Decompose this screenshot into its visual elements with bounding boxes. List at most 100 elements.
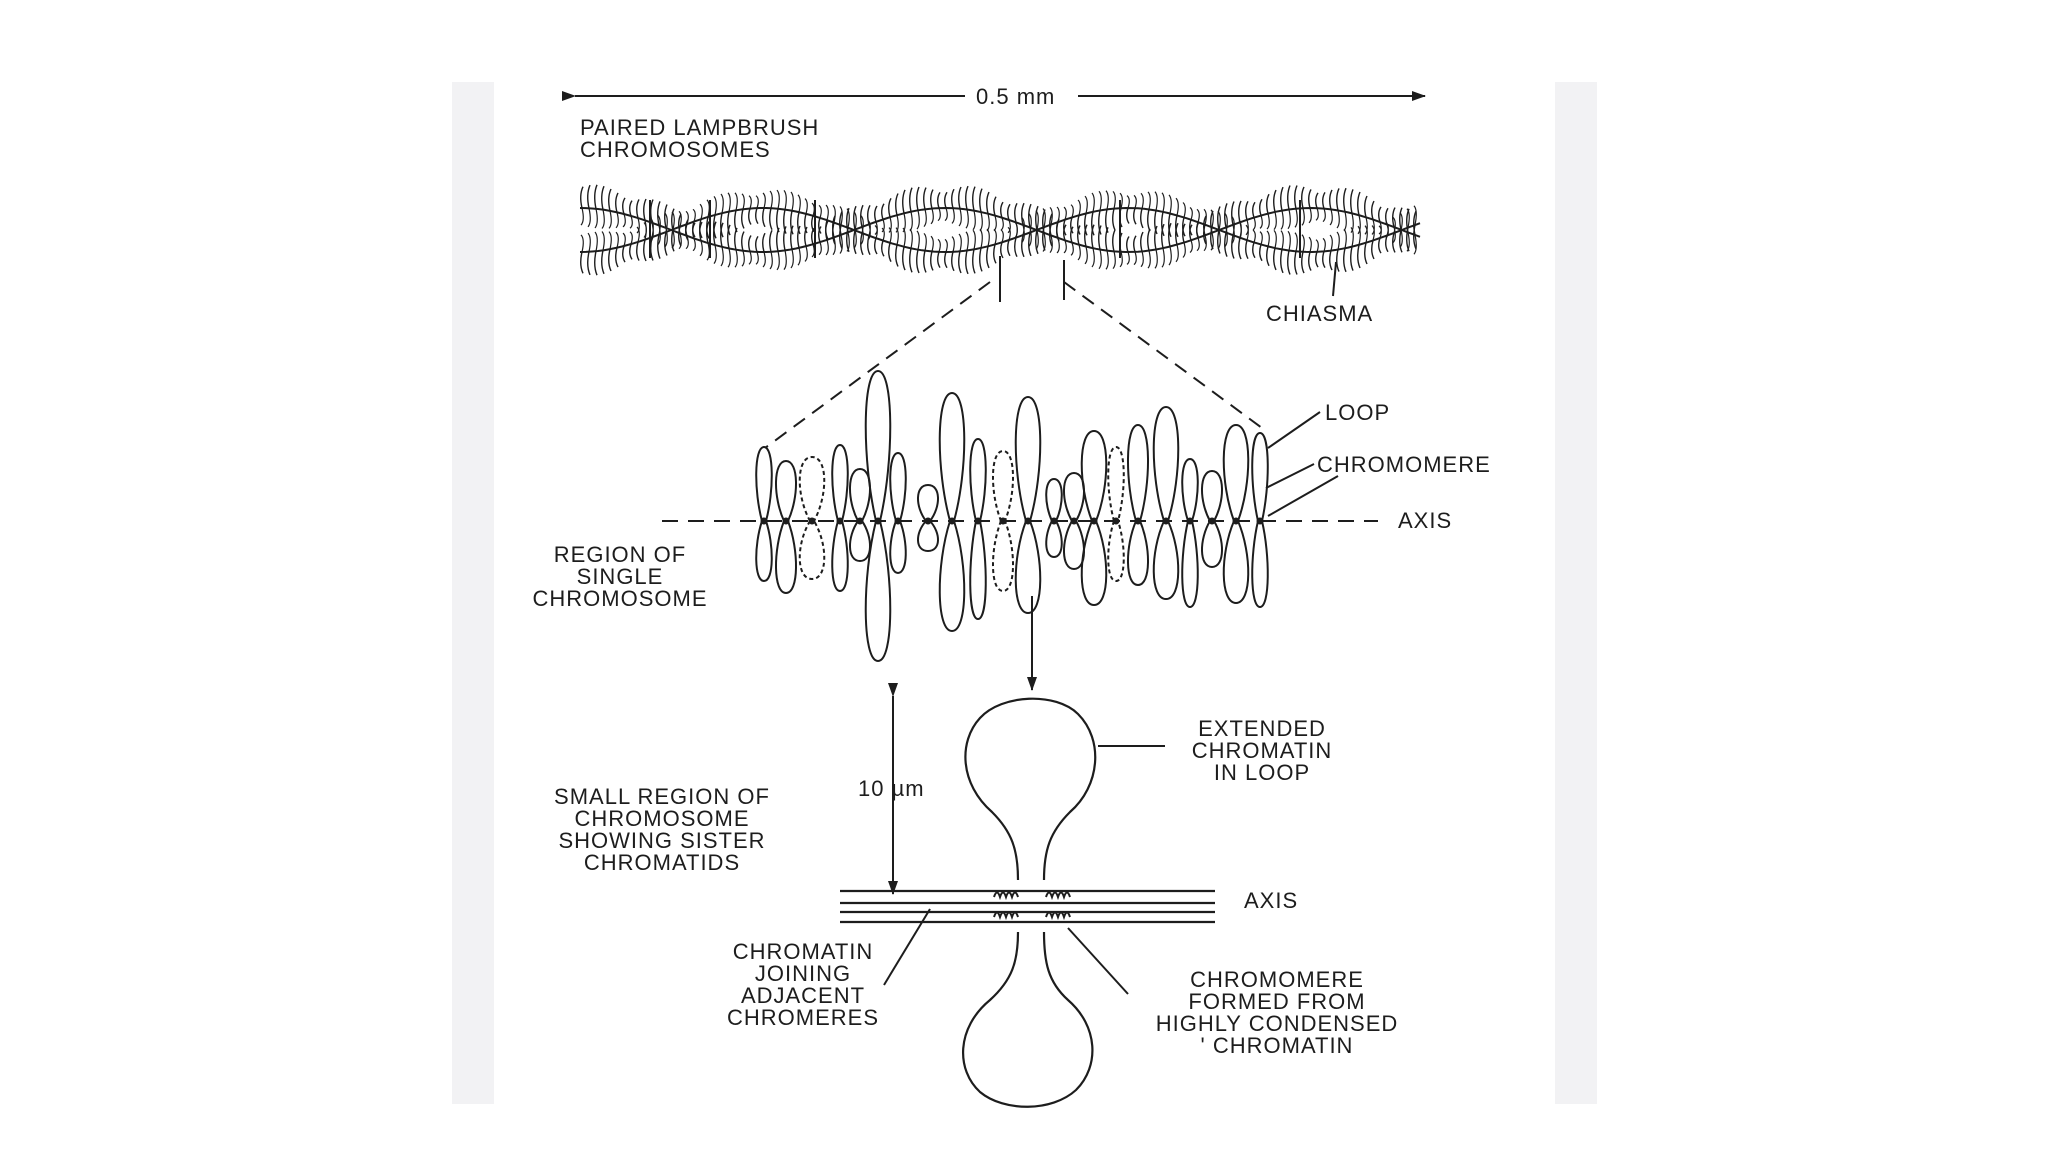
lateral-loop-hair [1357,244,1361,269]
axis-label-upper: AXIS [1398,508,1453,533]
lateral-loop-hair [1112,190,1116,209]
lateral-loop-hair [1105,190,1109,210]
lateral-loop-hair [1161,223,1165,249]
lampbrush-loop [889,520,907,575]
lateral-loop-hair [853,205,857,230]
lateral-loop-hair [1266,213,1270,230]
lateral-loop-hair [727,248,731,268]
paired-lampbrush-chromosomes [579,184,1421,276]
lateral-loop-hair [902,213,906,233]
lateral-loop-hair [1070,204,1074,218]
upper-extended-loop [964,697,1097,881]
chiasma-label: CHIASMA [1266,301,1374,326]
lateral-loop-hair [741,250,745,267]
lateral-loop-hair [587,232,591,252]
lateral-loop-hair [1231,201,1235,225]
lateral-loop-hair [1308,189,1312,209]
lateral-loop-hair [1056,218,1060,239]
ten-micron-label: 10 µm [858,776,925,801]
lateral-loop-hair [580,186,584,209]
lateral-loop-hair [1154,249,1158,269]
lateral-loop-hair [972,249,976,274]
lateral-loop-hair [832,237,836,256]
lateral-loop-hair [1091,248,1095,268]
lateral-loop-hair [629,200,633,217]
lateral-loop-hair [1336,231,1340,250]
lateral-loop-hair [1084,213,1088,236]
lateral-loop-hair [1385,207,1389,225]
lateral-loop-hair [769,251,773,270]
lateral-loop-hair [1098,225,1102,250]
lateral-loop-hair [1371,200,1375,220]
lateral-loop-hair [846,207,850,233]
lateral-loop-hair [1287,185,1291,210]
lateral-loop-hair [594,251,598,276]
chromomere-dot [1050,517,1058,525]
lateral-loop-hair [615,192,619,213]
lateral-loop-hair [1385,235,1389,253]
lateral-loop-hair [832,215,836,238]
lateral-loop-hair [972,210,976,231]
chromomere-dot [999,517,1007,525]
lateral-loop-hair [1182,202,1186,218]
lateral-loop-hair [699,221,703,241]
lateral-loop-hair [622,245,626,263]
lateral-loop-hair [790,210,794,235]
lateral-loop-hair [783,190,787,210]
lateral-loop-hair [1315,192,1319,209]
lampbrush-loop [831,443,849,522]
lateral-loop-hair [818,217,822,234]
lateral-loop-hair [1378,221,1382,235]
lateral-loop-hair [839,234,843,254]
lateral-loop-hair [1042,209,1046,233]
lateral-loop-hair [727,211,731,236]
lateral-loop-hair [951,236,955,252]
lateral-loop-hair [867,204,871,225]
right-margin-band [1555,82,1597,1104]
lateral-loop-hair [895,227,899,246]
chromatin-joining-label: CHROMATIN JOINING ADJACENT CHROMERES [726,939,879,1030]
lateral-loop-hair [846,208,850,228]
lateral-loop-hair [1070,217,1074,234]
lampbrush-loop [1251,431,1269,522]
lateral-loop-hair [1301,186,1305,209]
lateral-loop-hair [1378,206,1382,223]
lampbrush-loop [1045,520,1063,559]
lateral-loop-hair [965,185,969,210]
lampbrush-loop [1063,520,1085,571]
lateral-loop-hair [755,195,759,209]
lateral-loop-hair [1406,208,1410,228]
lateral-loop-hair [713,221,717,246]
lateral-loop-hair [706,199,710,218]
lateral-loop-hair [825,204,829,221]
lateral-loop-hair [783,209,787,234]
lateral-loop-hair [1217,229,1221,250]
lampbrush-loop [889,451,907,522]
lateral-loop-hair [1343,187,1347,212]
lampbrush-loop [1107,445,1125,522]
lateral-loop-hair [1161,211,1165,237]
lampbrush-loop [1127,520,1149,587]
lateral-loop-hair [1329,209,1333,226]
lateral-loop-hair [951,251,955,272]
zoom-guide-lines [764,281,1263,449]
chromomere-dot [1090,517,1098,525]
lateral-loop-hair [1287,209,1291,230]
chromomere-dot [1070,517,1078,525]
lateral-loop-hair [615,212,619,229]
lateral-loop-hair [790,191,794,211]
lateral-loop-hair [1070,242,1074,256]
lateral-loop-hair [1357,225,1361,245]
lateral-loop-hair [804,213,808,234]
lateral-loop-hair [1028,227,1032,247]
lateral-loop-hair [1091,192,1095,212]
lateral-loop-hair [1126,207,1130,224]
lateral-loop-hair [1161,192,1165,213]
lateral-loop-hair [804,245,808,262]
lateral-loop-hair [615,247,619,268]
lateral-loop-hair [1161,247,1165,268]
lateral-loop-hair [1413,234,1417,255]
lateral-loop-hair [1252,229,1256,243]
lateral-loop-hair [1252,242,1256,259]
lateral-loop-hair [909,211,913,232]
